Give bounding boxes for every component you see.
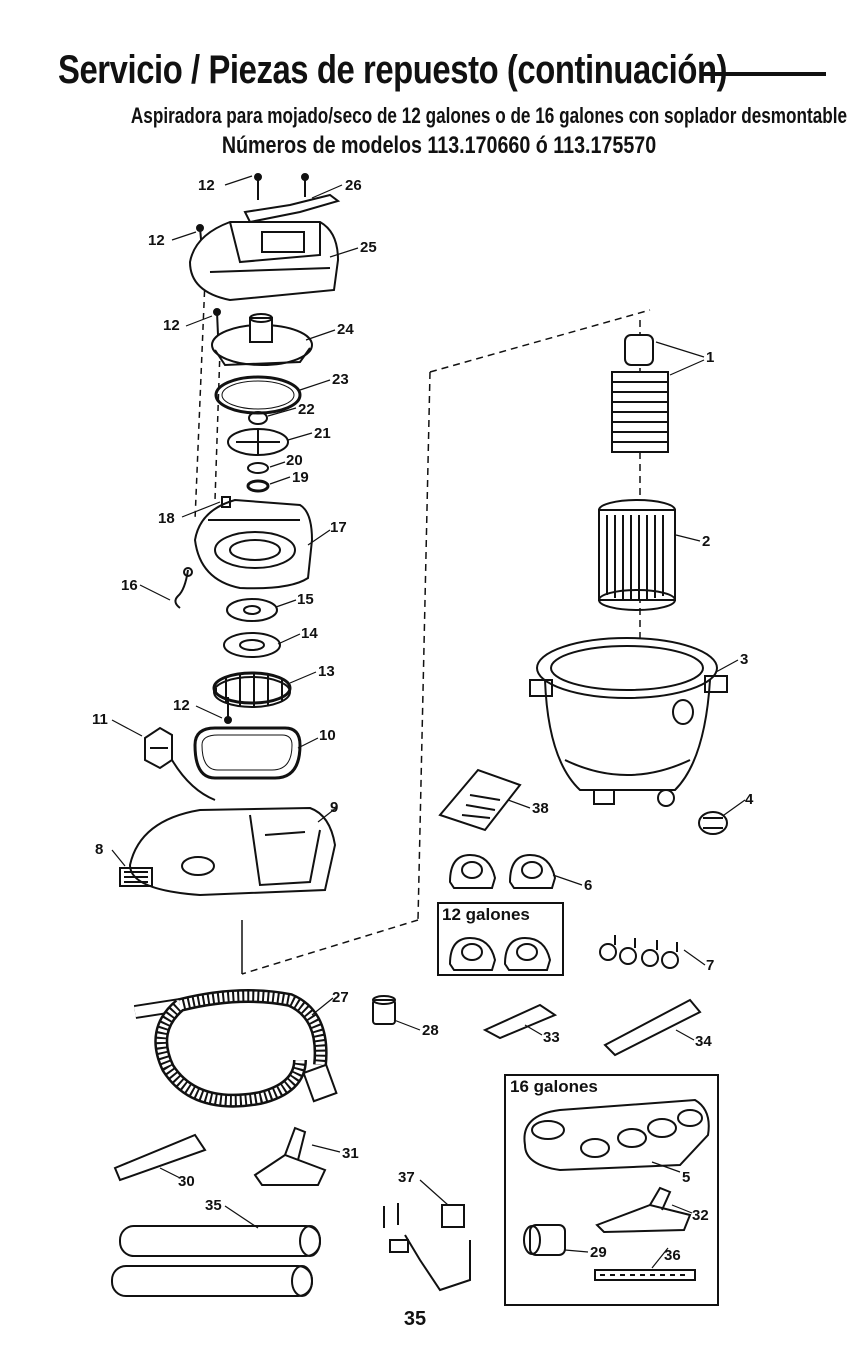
page-title: Servicio / Piezas de repuesto (continuac… [58, 48, 728, 92]
leader-lines [111, 175, 746, 1269]
label-10: 10 [319, 727, 336, 744]
part-1-foam-sleeve [611, 334, 669, 453]
part-8-grill [119, 867, 153, 887]
part-22-nut [248, 411, 268, 425]
part-29-adapter [523, 1224, 566, 1256]
part-10-gasket [193, 726, 302, 780]
part-33-crevice-tool [482, 1003, 558, 1040]
part-23-gasket [214, 375, 302, 415]
label-33: 33 [543, 1029, 560, 1046]
part-35-extension-tubes [111, 1225, 321, 1297]
label-28: 28 [422, 1022, 439, 1039]
label-38: 38 [532, 800, 549, 817]
part-30-nozzle [113, 1133, 207, 1182]
part-15-bracket [226, 598, 278, 622]
label-24: 24 [337, 321, 354, 338]
label-6: 6 [584, 877, 592, 894]
label-2: 2 [702, 533, 710, 550]
box-12-gallon [437, 902, 564, 976]
part-6-caster-holders [448, 853, 557, 889]
part-19-washer [246, 479, 270, 493]
label-8: 8 [95, 841, 103, 858]
label-3: 3 [740, 651, 748, 668]
label-20: 20 [286, 452, 303, 469]
label-19: 19 [292, 469, 309, 486]
part-27-hose [133, 989, 338, 1108]
label-15: 15 [297, 591, 314, 608]
label-36: 36 [664, 1247, 681, 1264]
part-37-storage-bracket [383, 1203, 471, 1292]
label-12a: 12 [198, 177, 215, 194]
dashed-guide-lines [241, 309, 651, 975]
label-27: 27 [332, 989, 349, 1006]
label-12d: 12 [173, 697, 190, 714]
label-21: 21 [314, 425, 331, 442]
part-13-float-cage [212, 671, 292, 708]
label-32: 32 [692, 1207, 709, 1224]
label-17: 17 [330, 519, 347, 536]
title-rule [700, 72, 826, 76]
part-labels: 12 26 12 25 12 24 23 22 21 20 19 18 17 1… [92, 177, 754, 1264]
label-22: 22 [298, 401, 315, 418]
label-12c: 12 [163, 317, 180, 334]
label-11: 11 [92, 711, 108, 728]
label-35: 35 [205, 1197, 222, 1214]
part-31-floor-tool [253, 1126, 327, 1186]
part-16-power-cord [174, 567, 193, 609]
model-numbers: Números de modelos 113.170660 ó 113.1755… [221, 132, 657, 159]
label-25: 25 [360, 239, 377, 256]
part-18-clip [221, 496, 231, 508]
part-5-accessory-caddy [523, 1098, 710, 1172]
part-28-adapter [372, 995, 396, 1025]
label-30: 30 [178, 1173, 195, 1190]
label-4: 4 [745, 791, 754, 808]
label-23: 23 [332, 371, 349, 388]
part-20-washer [247, 462, 269, 474]
label-12b: 12 [148, 232, 165, 249]
label-29: 29 [590, 1244, 607, 1261]
part-11-switch [144, 726, 216, 801]
part-25-motor-cover [188, 221, 340, 302]
box-16-gallon-label: 16 galones [510, 1077, 598, 1096]
box-12-gallon-label: 12 galones [442, 905, 530, 924]
part-36-brush-strip [594, 1269, 696, 1281]
part-14-seal [223, 632, 281, 658]
part-32-floor-tool [595, 1186, 692, 1234]
part-17-motor-housing [193, 498, 314, 590]
part-9-top-housing [128, 806, 337, 897]
part-4-drain-cap [698, 811, 728, 835]
label-34: 34 [695, 1033, 712, 1050]
part-3-drum [529, 637, 728, 807]
part-2-cartridge-filter [598, 499, 676, 611]
label-13: 13 [318, 663, 335, 680]
page-subtitle: Aspiradora para mojado/seco de 12 galone… [130, 103, 848, 128]
part-38-manual [438, 768, 522, 832]
label-18: 18 [158, 510, 175, 527]
part-34-wand [603, 998, 702, 1057]
label-9: 9 [330, 799, 338, 816]
label-16: 16 [121, 577, 138, 594]
label-7: 7 [706, 957, 714, 974]
label-37: 37 [398, 1169, 415, 1186]
label-31: 31 [342, 1145, 359, 1162]
part-24-fan-housing [211, 313, 313, 367]
label-14: 14 [301, 625, 318, 642]
label-1: 1 [706, 349, 714, 366]
box-16-gallon [504, 1074, 719, 1306]
label-5: 5 [682, 1169, 690, 1186]
part-7-casters [599, 935, 679, 969]
label-26: 26 [345, 177, 362, 194]
page-number: 35 [403, 1308, 427, 1330]
